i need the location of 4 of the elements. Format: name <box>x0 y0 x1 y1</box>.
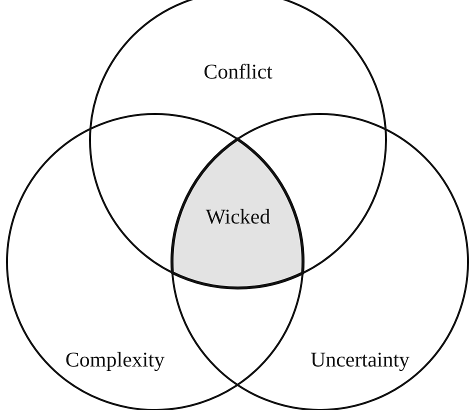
set-label: Conflict <box>204 60 272 84</box>
set-label: Complexity <box>65 348 165 372</box>
intersection-label: Wicked <box>206 204 270 230</box>
set-label: Uncertainty <box>310 348 410 372</box>
